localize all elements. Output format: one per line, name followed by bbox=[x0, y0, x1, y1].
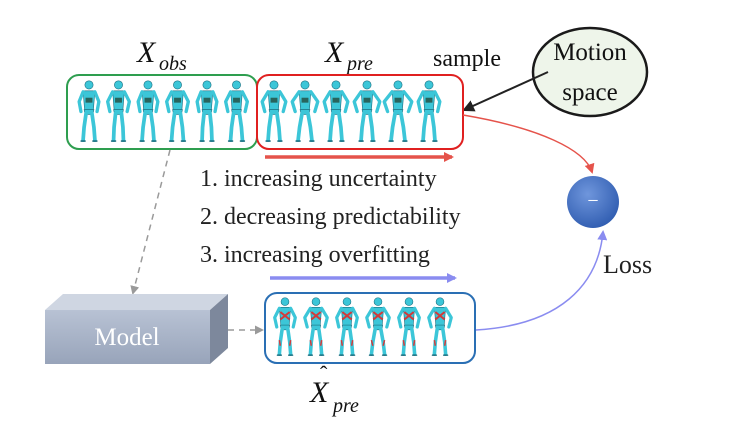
humanoid-figure-icon bbox=[427, 297, 453, 356]
humanoid-figure-icon bbox=[365, 297, 391, 356]
humanoid-figure-icon bbox=[303, 297, 329, 356]
x-pre-figures bbox=[260, 80, 442, 142]
humanoid-figure-icon bbox=[352, 80, 382, 142]
sample-arrow bbox=[462, 71, 549, 112]
humanoid-figure-icon bbox=[164, 80, 191, 142]
minus-node: − bbox=[567, 176, 619, 228]
x-hat-accent: ˆ bbox=[320, 361, 328, 386]
humanoid-figure-icon bbox=[105, 80, 132, 142]
x-obs-label: X obs bbox=[136, 36, 187, 75]
motion-space-circle bbox=[531, 26, 649, 118]
x-pre-box bbox=[256, 74, 464, 150]
x-hat-main: X bbox=[309, 376, 330, 409]
model-label: Model bbox=[94, 324, 159, 351]
humanoid-figure-icon bbox=[195, 80, 219, 142]
humanoid-figure-icon bbox=[273, 297, 297, 356]
loss-label: Loss bbox=[603, 250, 652, 279]
humanoid-figure-icon bbox=[335, 297, 359, 356]
model-side-face bbox=[210, 294, 228, 364]
sample-label: sample bbox=[433, 46, 501, 72]
obs-to-model-arrow bbox=[130, 149, 171, 295]
humanoid-figure-icon bbox=[290, 80, 320, 142]
x-pre-label: X pre bbox=[324, 36, 373, 75]
hat-to-loss-arrow bbox=[475, 230, 608, 331]
x-hat-sub: pre bbox=[331, 395, 359, 417]
humanoid-figure-icon bbox=[397, 297, 421, 356]
x-obs-sub: obs bbox=[159, 53, 187, 75]
x-obs-figures bbox=[77, 80, 250, 142]
trend-3: 3. increasing overfitting bbox=[200, 242, 430, 268]
pre-to-loss-arrow bbox=[462, 114, 595, 174]
model-top-face bbox=[45, 294, 228, 310]
x-pre-sub: pre bbox=[345, 53, 373, 75]
motion-space-line1: Motion bbox=[553, 39, 627, 66]
humanoid-figure-icon bbox=[382, 80, 414, 142]
trend-1: 1. increasing uncertainty bbox=[200, 166, 437, 192]
humanoid-figure-icon bbox=[260, 80, 288, 142]
minus-icon bbox=[567, 176, 619, 228]
trend-2: 2. decreasing predictability bbox=[200, 204, 461, 230]
humanoid-figure-icon bbox=[136, 80, 160, 142]
humanoid-figure-icon bbox=[322, 80, 350, 142]
minus-symbol: − bbox=[587, 190, 598, 212]
humanoid-figure-icon bbox=[416, 80, 442, 142]
humanoid-figure-icon bbox=[223, 80, 250, 142]
x-pre-main: X bbox=[324, 36, 345, 69]
motion-space-line2: space bbox=[562, 79, 618, 106]
x-obs-main: X bbox=[136, 36, 157, 69]
humanoid-figure-icon bbox=[77, 80, 101, 142]
model-block: Model bbox=[45, 294, 228, 364]
model-front-face bbox=[45, 310, 210, 364]
x-hat-figures bbox=[273, 297, 453, 356]
x-hat-label: X ˆ pre bbox=[309, 361, 359, 417]
motion-space-node: Motion space bbox=[531, 26, 649, 118]
